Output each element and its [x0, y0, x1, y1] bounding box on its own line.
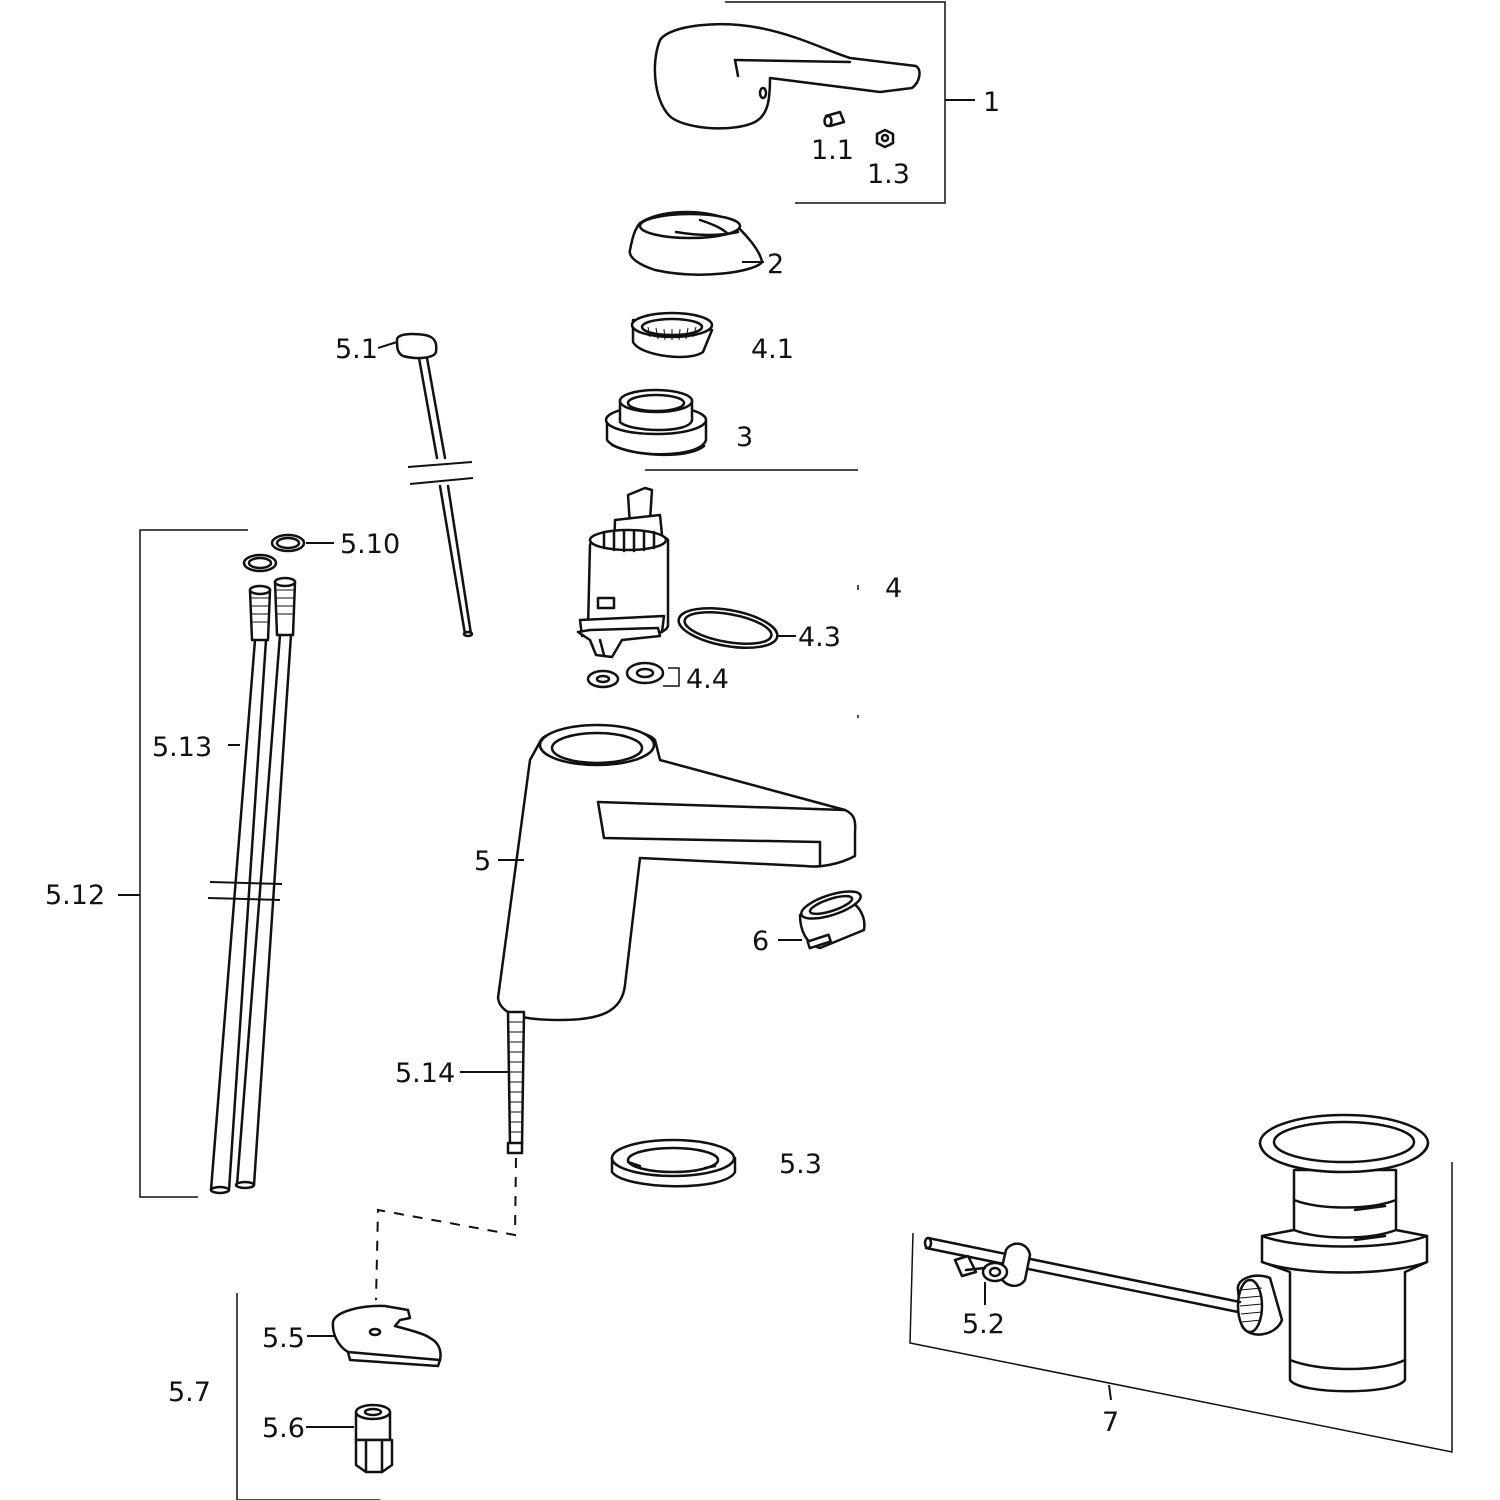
label-5-12: 5.12 — [45, 880, 105, 911]
aerator-part-6 — [778, 890, 866, 950]
pop-up-waste-part-7 — [923, 1113, 1430, 1393]
o-rings-part-5-10 — [242, 533, 334, 573]
gasket-part-4-3 — [677, 607, 796, 649]
label-5-5: 5.5 — [262, 1323, 305, 1354]
label-1-3: 1.3 — [867, 159, 910, 190]
label-5-14: 5.14 — [395, 1058, 455, 1089]
leader-lines — [377, 261, 764, 861]
label-2: 2 — [767, 249, 784, 280]
label-1: 1 — [983, 87, 1000, 118]
label-5-1: 5.1 — [335, 334, 378, 365]
label-1-1: 1.1 — [811, 135, 854, 166]
cover-cap-part-2 — [628, 210, 764, 276]
label-5-2: 5.2 — [962, 1309, 1005, 1340]
label-5-7: 5.7 — [168, 1377, 211, 1408]
lift-rod-part-5-1 — [395, 332, 474, 638]
nut-part-3 — [604, 388, 708, 457]
label-4-4: 4.4 — [686, 664, 729, 695]
mounting-nut-part-5-6 — [306, 1403, 394, 1474]
label-5-3: 5.3 — [779, 1149, 822, 1180]
label-5-10: 5.10 — [340, 529, 400, 560]
plug-part-1-3 — [875, 128, 895, 149]
cartridge-part-4 — [576, 486, 670, 659]
group-bracket-5-7 — [236, 1293, 380, 1500]
threaded-rod-part-5-14 — [375, 1010, 526, 1301]
label-5: 5 — [474, 846, 491, 877]
label-4-1: 4.1 — [751, 334, 794, 365]
label-7: 7 — [1102, 1407, 1119, 1438]
callout-labels: 1 1.1 1.3 2 4.1 3 5.1 5.10 4 4.3 4.4 5.1… — [45, 87, 1119, 1444]
lever-handle-part-1 — [653, 23, 921, 130]
washer-ring-part-5-3 — [610, 1138, 737, 1188]
label-6: 6 — [752, 926, 769, 957]
horseshoe-washer-part-5-5 — [307, 1304, 442, 1368]
adapter-ring-part-4-1 — [630, 311, 714, 359]
label-5-13: 5.13 — [152, 732, 212, 763]
group-bracket-4 — [645, 469, 859, 718]
faucet-body-part-5 — [496, 723, 857, 1022]
label-3: 3 — [736, 422, 753, 453]
group-bracket-7 — [909, 1162, 1453, 1453]
group-bracket-5-12 — [118, 529, 248, 1198]
label-4: 4 — [885, 573, 902, 604]
supply-hoses-part-5-12 — [207, 576, 297, 1195]
label-5-6: 5.6 — [262, 1413, 305, 1444]
set-screw-part-1-1 — [823, 110, 846, 128]
group-bracket-1 — [725, 1, 975, 204]
label-4-3: 4.3 — [798, 622, 841, 653]
seals-part-4-4 — [586, 661, 680, 689]
